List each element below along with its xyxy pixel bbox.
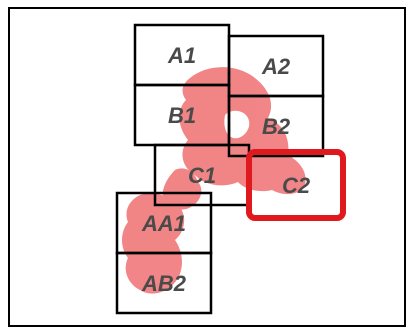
cell-label-C1: C1 bbox=[188, 163, 216, 188]
cell-C2: C2 bbox=[246, 149, 346, 221]
cell-label-C2: C2 bbox=[282, 173, 311, 198]
cell-AB2: AB2 bbox=[115, 251, 213, 315]
cell-label-B2: B2 bbox=[262, 114, 291, 139]
cell-label-A1: A1 bbox=[167, 43, 196, 68]
cell-label-AB2: AB2 bbox=[141, 271, 187, 296]
cell-B2: B2 bbox=[227, 94, 325, 158]
cell-label-AA1: AA1 bbox=[141, 211, 186, 236]
highlighted-region bbox=[122, 67, 306, 294]
cell-label-A2: A2 bbox=[261, 54, 291, 79]
cell-label-B1: B1 bbox=[168, 103, 196, 128]
